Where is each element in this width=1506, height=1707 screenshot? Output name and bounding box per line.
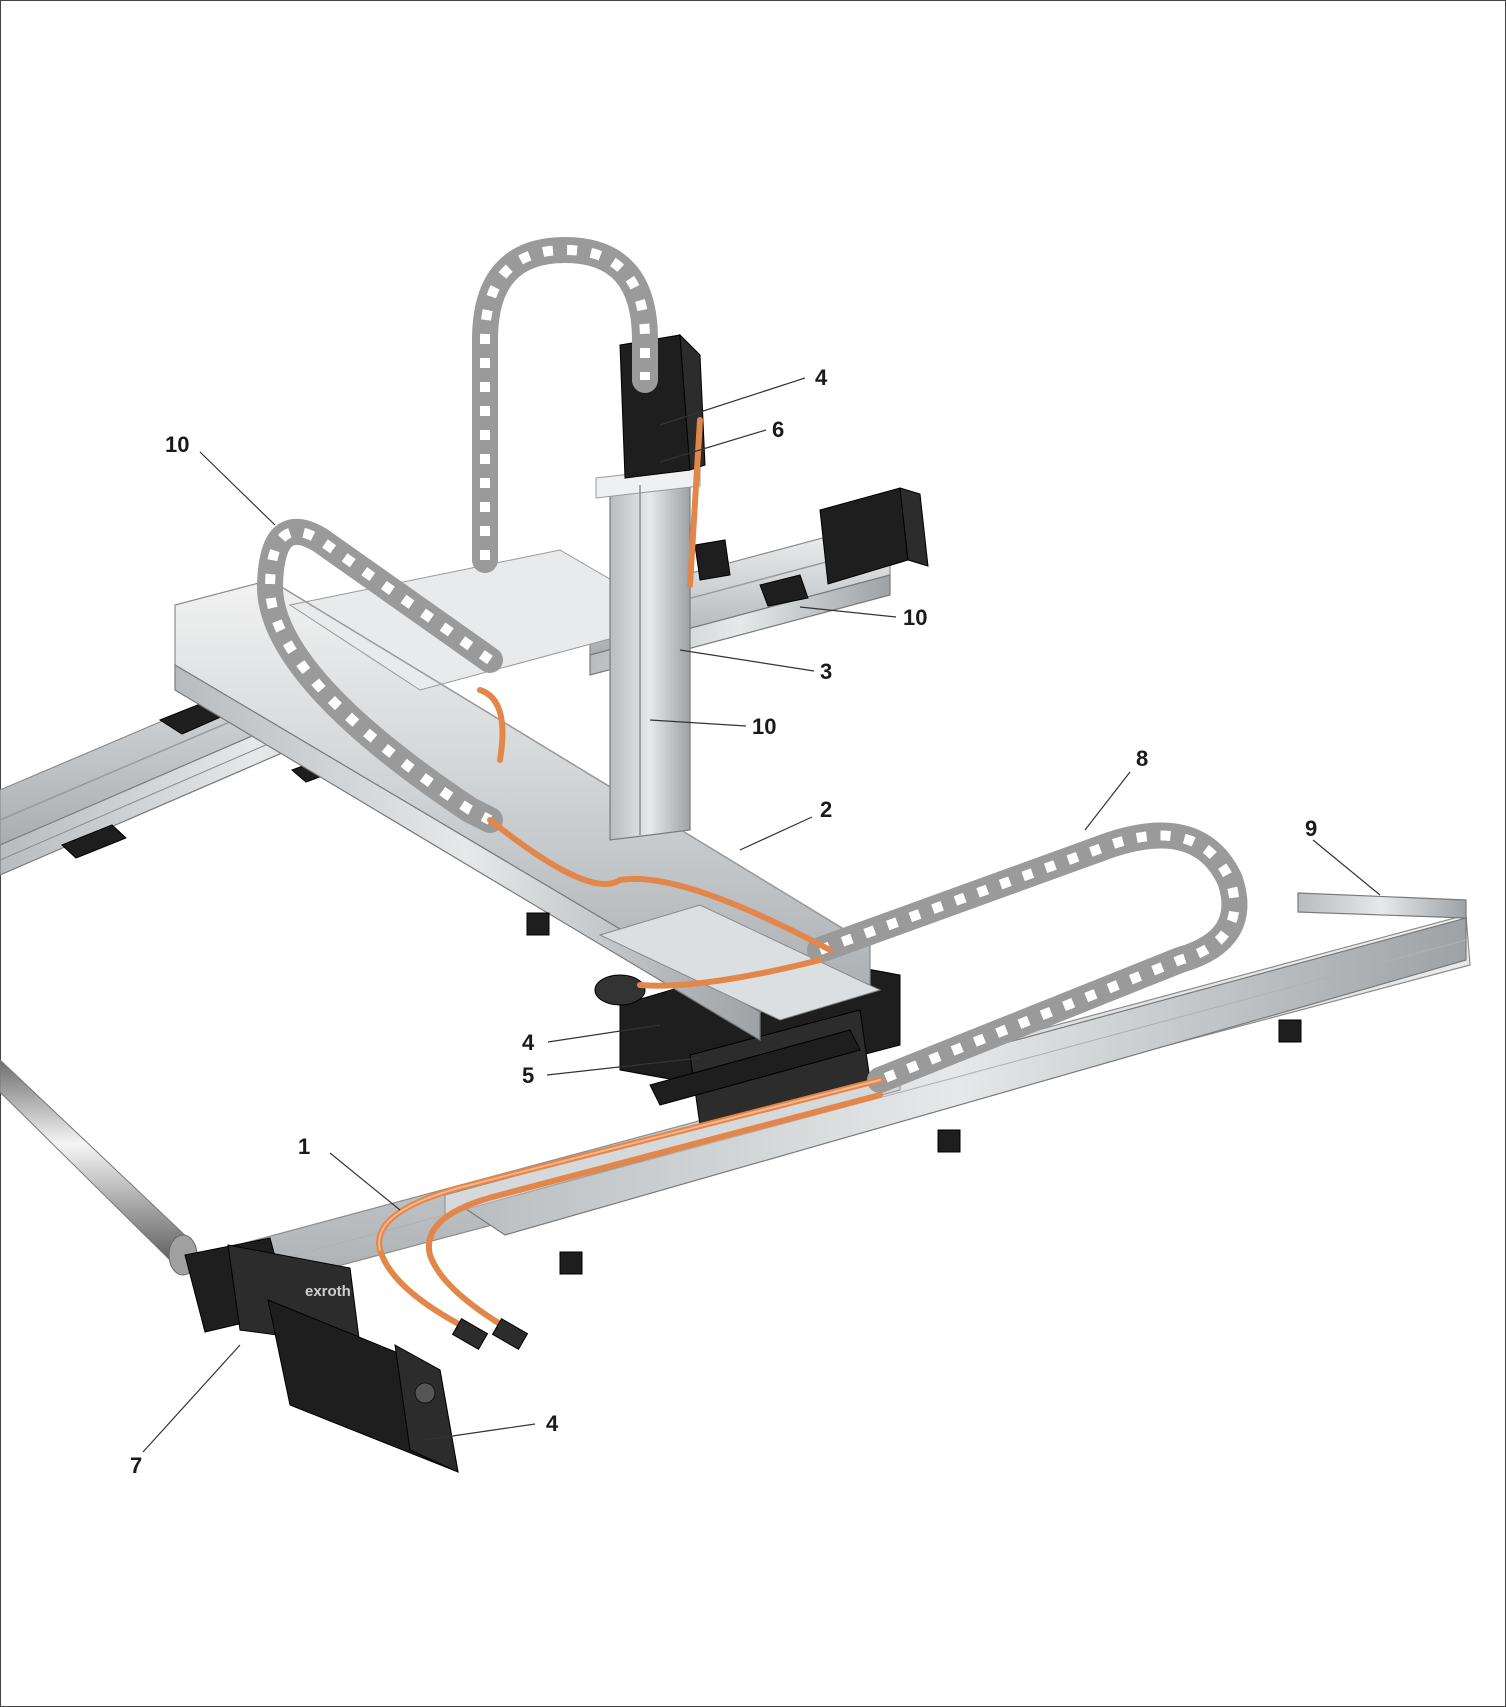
callout-10-right: 10 xyxy=(903,605,927,630)
callout-leaders xyxy=(142,377,1381,1453)
leader-7 xyxy=(142,1344,241,1453)
callout-10-mid: 10 xyxy=(752,714,776,739)
callout-9: 9 xyxy=(1305,816,1317,841)
callout-2: 2 xyxy=(820,797,832,822)
leader-6 xyxy=(659,429,767,463)
callout-4-mid: 4 xyxy=(522,1030,535,1055)
brand-marking: exroth xyxy=(305,1283,351,1300)
leader-8 xyxy=(1084,771,1131,831)
leader-9 xyxy=(1312,839,1381,896)
leader-10-right xyxy=(799,606,897,618)
callout-4-top: 4 xyxy=(815,365,828,390)
cable-chains xyxy=(257,237,1248,1093)
callout-4-bottom: 4 xyxy=(546,1411,559,1436)
leader-4-mid xyxy=(547,1024,661,1043)
leader-5 xyxy=(546,1057,701,1076)
callout-6: 6 xyxy=(772,417,784,442)
leader-2 xyxy=(739,816,813,851)
callout-labels: 10 4 6 10 3 10 8 2 9 4 5 1 7 4 xyxy=(130,365,1317,1478)
x-axis-beam xyxy=(174,549,882,1042)
leader-4-top xyxy=(659,377,806,426)
callout-8: 8 xyxy=(1136,746,1148,771)
leader-4-bottom xyxy=(424,1423,536,1441)
power-cables xyxy=(376,417,883,1350)
callout-7: 7 xyxy=(130,1453,142,1478)
leader-10-mid xyxy=(649,719,747,727)
callout-10-left: 10 xyxy=(165,432,189,457)
bottom-motor-gearbox: exroth xyxy=(184,1237,459,1473)
leader-3 xyxy=(679,649,815,672)
callout-1: 1 xyxy=(298,1134,310,1159)
drive-shaft xyxy=(0,1059,198,1276)
leader-10-left xyxy=(199,451,276,526)
callout-3: 3 xyxy=(820,659,832,684)
callout-5: 5 xyxy=(522,1063,534,1088)
leader-1 xyxy=(329,1152,401,1211)
